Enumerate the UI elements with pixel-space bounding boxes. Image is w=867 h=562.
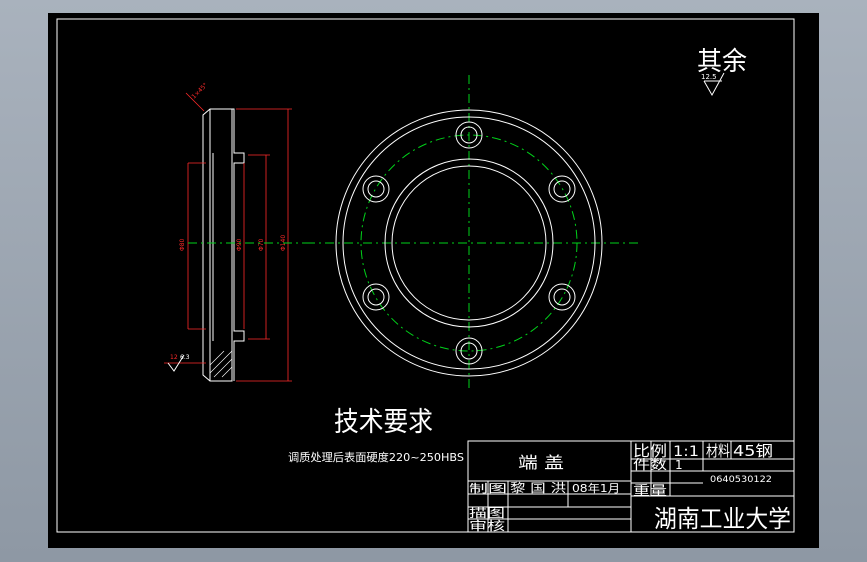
draw-date: 08年1月 bbox=[572, 481, 620, 495]
cad-drawing: 1×45° Φ80 Φ90 Φ70 Φ140 12 6.3 bbox=[56, 18, 795, 533]
scale-value: 1:1 bbox=[673, 444, 699, 460]
dim-line-chamfer bbox=[185, 92, 205, 112]
drafter-name: 黎 国 洪 bbox=[510, 481, 566, 495]
check-label: 审核 bbox=[469, 518, 505, 533]
weight-label: 重量 bbox=[633, 483, 667, 499]
dim-chamfer: 1×45° bbox=[190, 82, 209, 101]
bolt-hole bbox=[455, 121, 483, 149]
bolt-hole bbox=[548, 175, 576, 203]
tech-requirement-item: 调质处理后表面硬度220~250HBS bbox=[288, 450, 464, 464]
dim-thickness: 12 bbox=[170, 354, 178, 361]
part-name: 端 盖 bbox=[518, 453, 564, 472]
qty-label: 件数 bbox=[633, 458, 667, 473]
section-view: 1×45° Φ80 Φ90 Φ70 Φ140 12 6.3 bbox=[164, 82, 310, 382]
flange-chamfer-edge bbox=[342, 116, 596, 370]
tech-requirements-title: 技术要求 bbox=[334, 407, 433, 438]
section-hatch bbox=[209, 350, 233, 378]
qty-value: 1 bbox=[675, 458, 683, 472]
material-value: 45钢 bbox=[733, 442, 773, 460]
flange-outer-edge bbox=[335, 109, 603, 377]
bolt-holes bbox=[362, 121, 576, 365]
surface-finish-note: 其余 12.5 bbox=[697, 47, 747, 97]
material-label: 材料 bbox=[706, 442, 730, 460]
section-step bbox=[232, 108, 245, 381]
bore-outer-edge bbox=[384, 158, 554, 328]
cad-viewport[interactable]: 1×45° Φ80 Φ90 Φ70 Φ140 12 6.3 bbox=[48, 13, 819, 548]
draw-label: 制图 bbox=[469, 482, 507, 495]
section-outline bbox=[202, 108, 233, 382]
front-view bbox=[306, 75, 638, 389]
design-label: 描图 bbox=[469, 506, 505, 520]
roughness-left-symbol bbox=[167, 354, 185, 372]
tech-requirements: 技术要求 调质处理后表面硬度220~250HBS bbox=[288, 407, 464, 464]
surface-finish-label: 其余 bbox=[697, 47, 747, 77]
roughness-left-value: 6.3 bbox=[180, 354, 190, 361]
bolt-hole bbox=[548, 283, 576, 311]
dim-d3: Φ70 bbox=[258, 238, 265, 251]
bolt-circle bbox=[360, 134, 578, 352]
title-block: 端 盖 比例 1:1 材料 45钢 件数 1 0640530122 重量 制图 … bbox=[467, 440, 795, 533]
drawing-border bbox=[56, 18, 795, 533]
scale-label: 比例 bbox=[633, 442, 667, 460]
dim-d2: Φ90 bbox=[236, 238, 243, 251]
school-name: 湖南工业大学 bbox=[654, 505, 791, 533]
bolt-hole bbox=[362, 175, 390, 203]
bore-inner-edge bbox=[391, 165, 547, 321]
drawing-no: 0640530122 bbox=[710, 475, 772, 485]
bolt-hole bbox=[362, 283, 390, 311]
bolt-hole bbox=[455, 337, 483, 365]
dim-d1: Φ80 bbox=[179, 238, 186, 251]
roughness-symbol bbox=[703, 72, 725, 97]
roughness-value: 12.5 bbox=[701, 73, 717, 81]
